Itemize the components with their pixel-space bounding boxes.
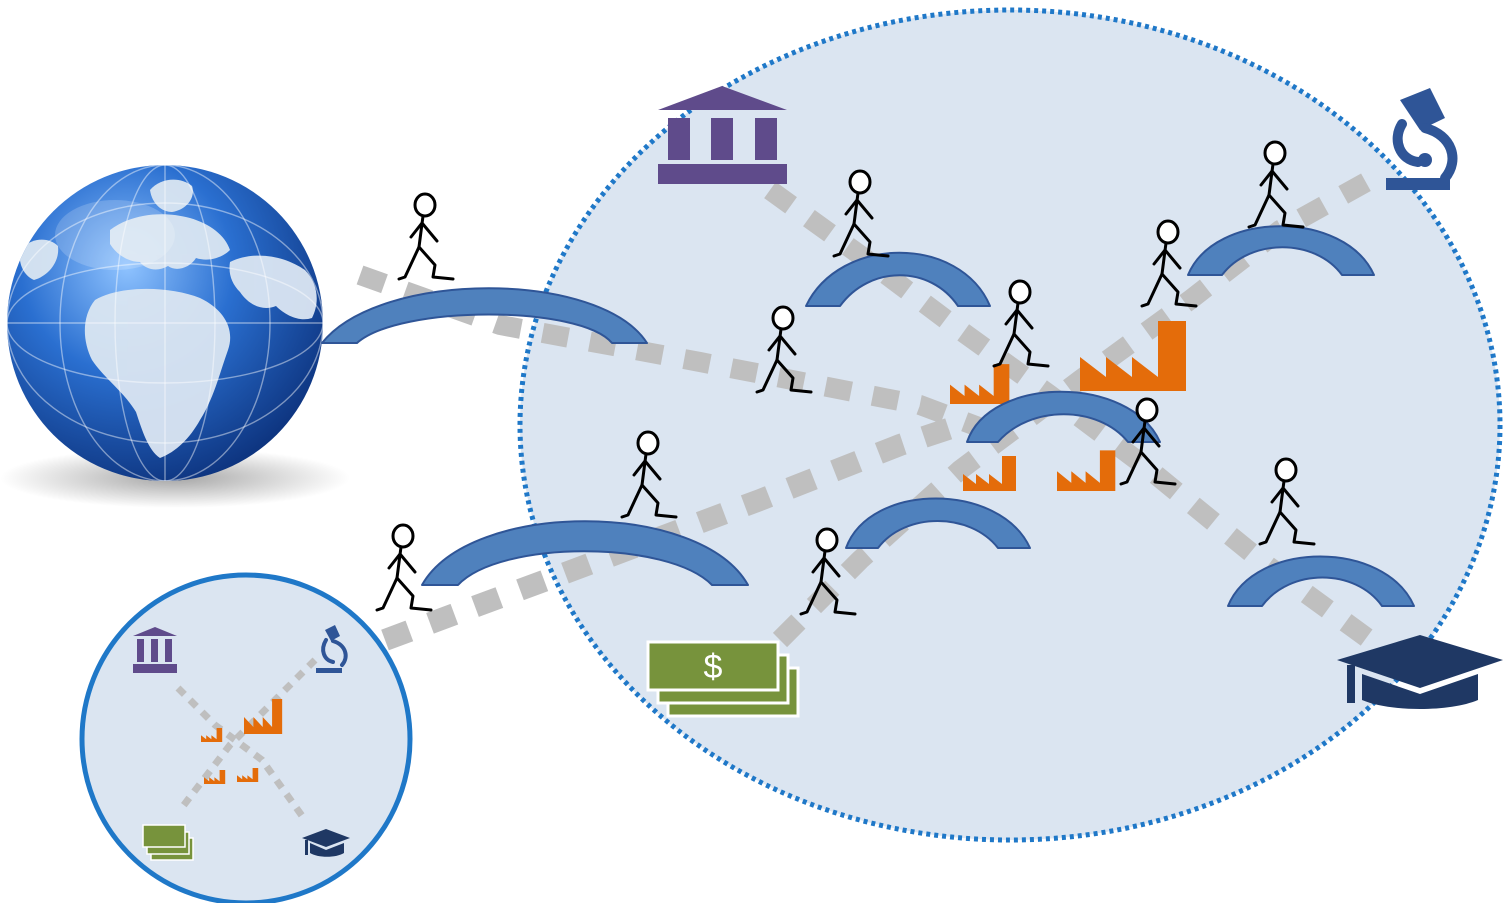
dollar-sign: $: [704, 648, 723, 686]
money-icon: $: [646, 640, 800, 718]
government-building-icon: [658, 86, 787, 184]
money-icon: [142, 824, 194, 861]
local-ecosystem-cluster: [79, 572, 413, 903]
microscope-icon: [316, 625, 348, 673]
walking-person-icon: [397, 192, 455, 281]
microscope-icon: [1386, 88, 1458, 190]
bridge-icon: [321, 287, 648, 344]
path-small-cluster-to-cluster: [381, 414, 964, 651]
government-building-icon: [133, 627, 177, 673]
globe-icon: [0, 165, 350, 508]
bridge-icon: [966, 390, 1161, 443]
walking-person-icon: [375, 523, 433, 612]
graduation-cap-icon: [302, 829, 350, 857]
bridge-icon: [1227, 555, 1415, 607]
bridge-icon: [1187, 225, 1375, 276]
bridge-icon: [845, 497, 1031, 549]
bridge-icon: [805, 251, 991, 307]
graduation-cap-icon: [1337, 635, 1503, 709]
bridges: [321, 225, 1415, 607]
bridge-icon: [421, 520, 749, 586]
